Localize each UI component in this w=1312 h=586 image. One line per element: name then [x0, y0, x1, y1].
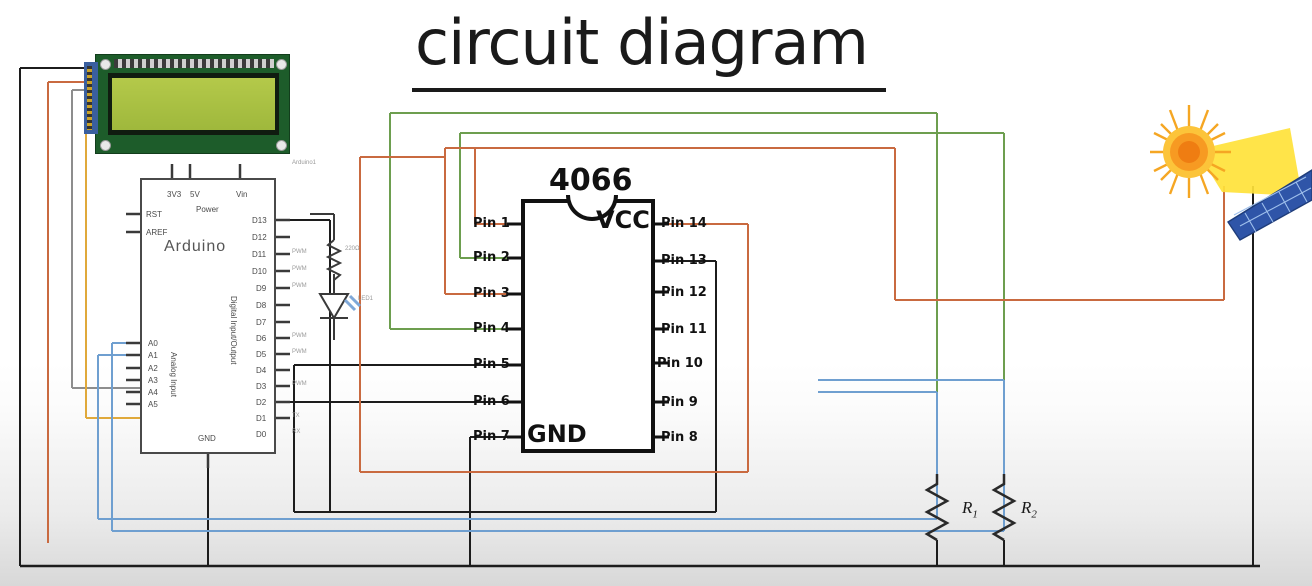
arduino-pin-d1: D1 — [256, 414, 267, 423]
ic-pin-4-label: Pin 4 — [473, 321, 510, 336]
arduino-pin-d0: D0 — [256, 430, 267, 439]
ic-part-number: 4066 — [549, 163, 633, 198]
arduino-pin-d7: D7 — [256, 318, 267, 327]
pwm-marker-d11: PWM — [292, 249, 307, 255]
arduino-pin-a5: A5 — [148, 400, 158, 409]
sun-icon — [1150, 105, 1231, 198]
arduino-pin-aref: AREF — [146, 228, 168, 237]
arduino-pin-vin: Vin — [236, 190, 248, 199]
serial-marker-rx: RX — [292, 429, 301, 435]
serial-marker-tx: TX — [292, 413, 300, 419]
arduino-pin-d6: D6 — [256, 334, 267, 343]
ic-vcc-label: VCC — [596, 206, 650, 234]
arduino-ref-label: Arduino1 — [292, 160, 317, 166]
arduino-board — [140, 178, 276, 454]
solar-panel — [1227, 169, 1312, 241]
ic-pin-10-label: Pin 10 — [657, 356, 703, 371]
resistor-r1-sub: 1 — [972, 508, 978, 521]
ic-pin-5-label: Pin 5 — [473, 357, 510, 372]
arduino-pin-5v: 5V — [190, 190, 200, 199]
arduino-pin-d10: D10 — [252, 267, 267, 276]
page-title: circuit diagram — [415, 6, 869, 79]
pwm-marker-d3: PWM — [292, 381, 307, 387]
ic-gnd-label: GND — [527, 420, 587, 448]
arduino-pin-d2: D2 — [256, 398, 267, 407]
resistor-r1-ref: R — [962, 498, 973, 517]
ic-pin-7-label: Pin 7 — [473, 429, 510, 444]
lcd-screw-hole — [100, 140, 111, 151]
lcd-screen — [112, 78, 275, 130]
resistor-r1-label: R1 — [962, 498, 978, 520]
light-beam — [1196, 128, 1302, 196]
arduino-pin-d11: D11 — [252, 250, 267, 259]
pwm-marker-d6: PWM — [292, 333, 307, 339]
resistor-r2-sub: 2 — [1031, 508, 1037, 521]
arduino-pin-a1: A1 — [148, 351, 158, 360]
i2c-pin-header — [87, 66, 92, 130]
ic-pin-3-label: Pin 3 — [473, 286, 510, 301]
arduino-pin-d5: D5 — [256, 350, 267, 359]
led-ref-label: LED1 — [358, 296, 374, 302]
arduino-pin-d8: D8 — [256, 301, 267, 310]
arduino-pin-a3: A3 — [148, 376, 158, 385]
ic-pin-6-label: Pin 6 — [473, 394, 510, 409]
lcd-screw-hole — [100, 59, 111, 70]
arduino-pin-a2: A2 — [148, 364, 158, 373]
lcd-header-pins — [114, 59, 274, 68]
ic-4066-body — [521, 199, 655, 453]
arduino-pin-gnd: GND — [198, 434, 216, 443]
ic-pin-9-label: Pin 9 — [661, 395, 698, 410]
lcd-screw-hole — [276, 140, 287, 151]
lcd-bezel — [108, 73, 279, 135]
arduino-pin-d9: D9 — [256, 284, 267, 293]
pwm-marker-d5: PWM — [292, 349, 307, 355]
led-series-resistor-label: 220Ω — [345, 246, 360, 252]
arduino-pin-a0: A0 — [148, 339, 158, 348]
title-underline — [412, 88, 886, 92]
arduino-pin-d3: D3 — [256, 382, 267, 391]
arduino-pin-rst: RST — [146, 210, 162, 219]
lcd-display — [95, 54, 290, 154]
pwm-marker-d10: PWM — [292, 266, 307, 272]
ic-pin-12-label: Pin 12 — [661, 285, 707, 300]
ic-pin-11-label: Pin 11 — [661, 322, 707, 337]
ic-pin-2-label: Pin 2 — [473, 250, 510, 265]
lcd-screw-hole — [276, 59, 287, 70]
ic-pin-14-label: Pin 14 — [661, 216, 707, 231]
arduino-pin-d13: D13 — [252, 216, 267, 225]
arduino-pin-a4: A4 — [148, 388, 158, 397]
arduino-pin-d12: D12 — [252, 233, 267, 242]
ic-pin-13-label: Pin 13 — [661, 253, 707, 268]
pwm-marker-d9: PWM — [292, 283, 307, 289]
ic-pin-1-label: Pin 1 — [473, 216, 510, 231]
arduino-pin-d4: D4 — [256, 366, 267, 375]
arduino-power-label: Power — [196, 205, 219, 214]
ic-pin-8-label: Pin 8 — [661, 430, 698, 445]
arduino-board-label: Arduino — [164, 238, 227, 255]
resistor-r2-ref: R — [1021, 498, 1032, 517]
resistor-r2-label: R2 — [1021, 498, 1037, 520]
arduino-pin-3v3: 3V3 — [167, 190, 182, 199]
